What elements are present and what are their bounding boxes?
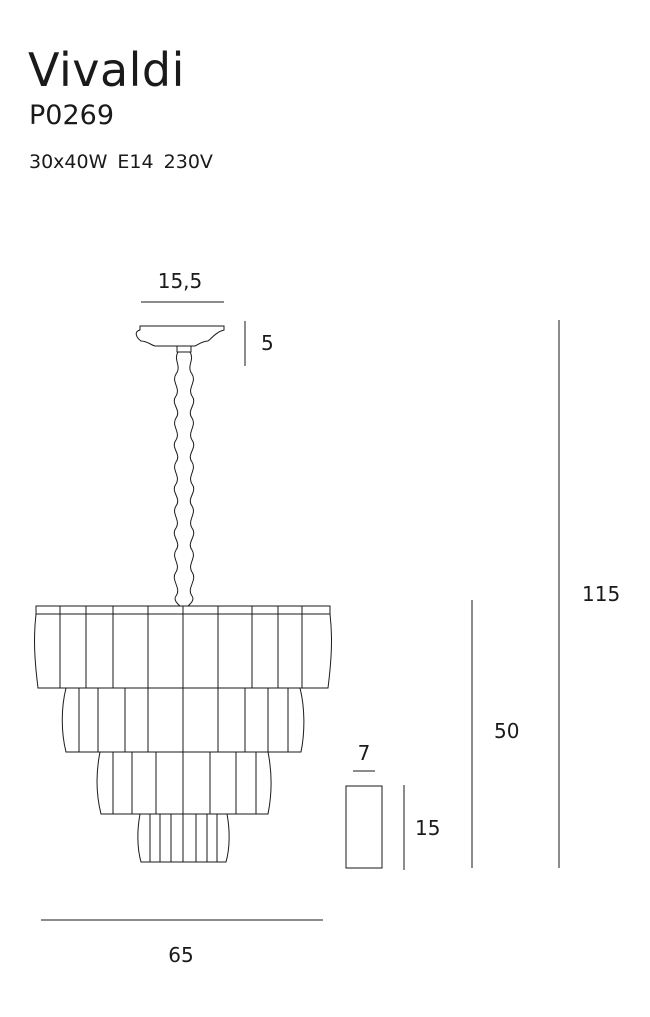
chain [173,351,195,607]
body-height-label: 50 [494,719,519,743]
tier-2 [61,687,305,753]
bulb-width-label: 7 [358,741,371,765]
canopy-width-label: 15,5 [158,269,203,293]
total-height-label: 115 [582,582,620,606]
crystal-detail [345,785,383,869]
canopy [135,325,225,353]
tier-4 [137,813,230,863]
tier-3 [96,751,272,815]
body-width-label: 65 [168,943,193,967]
bulb-height-label: 15 [415,816,440,840]
product-specs: 30x40W E14 230V [29,151,213,173]
tier-1 [34,605,332,689]
canopy-height-label: 5 [261,331,274,355]
product-name: Vivaldi [28,43,185,97]
product-code: P0269 [29,100,114,131]
